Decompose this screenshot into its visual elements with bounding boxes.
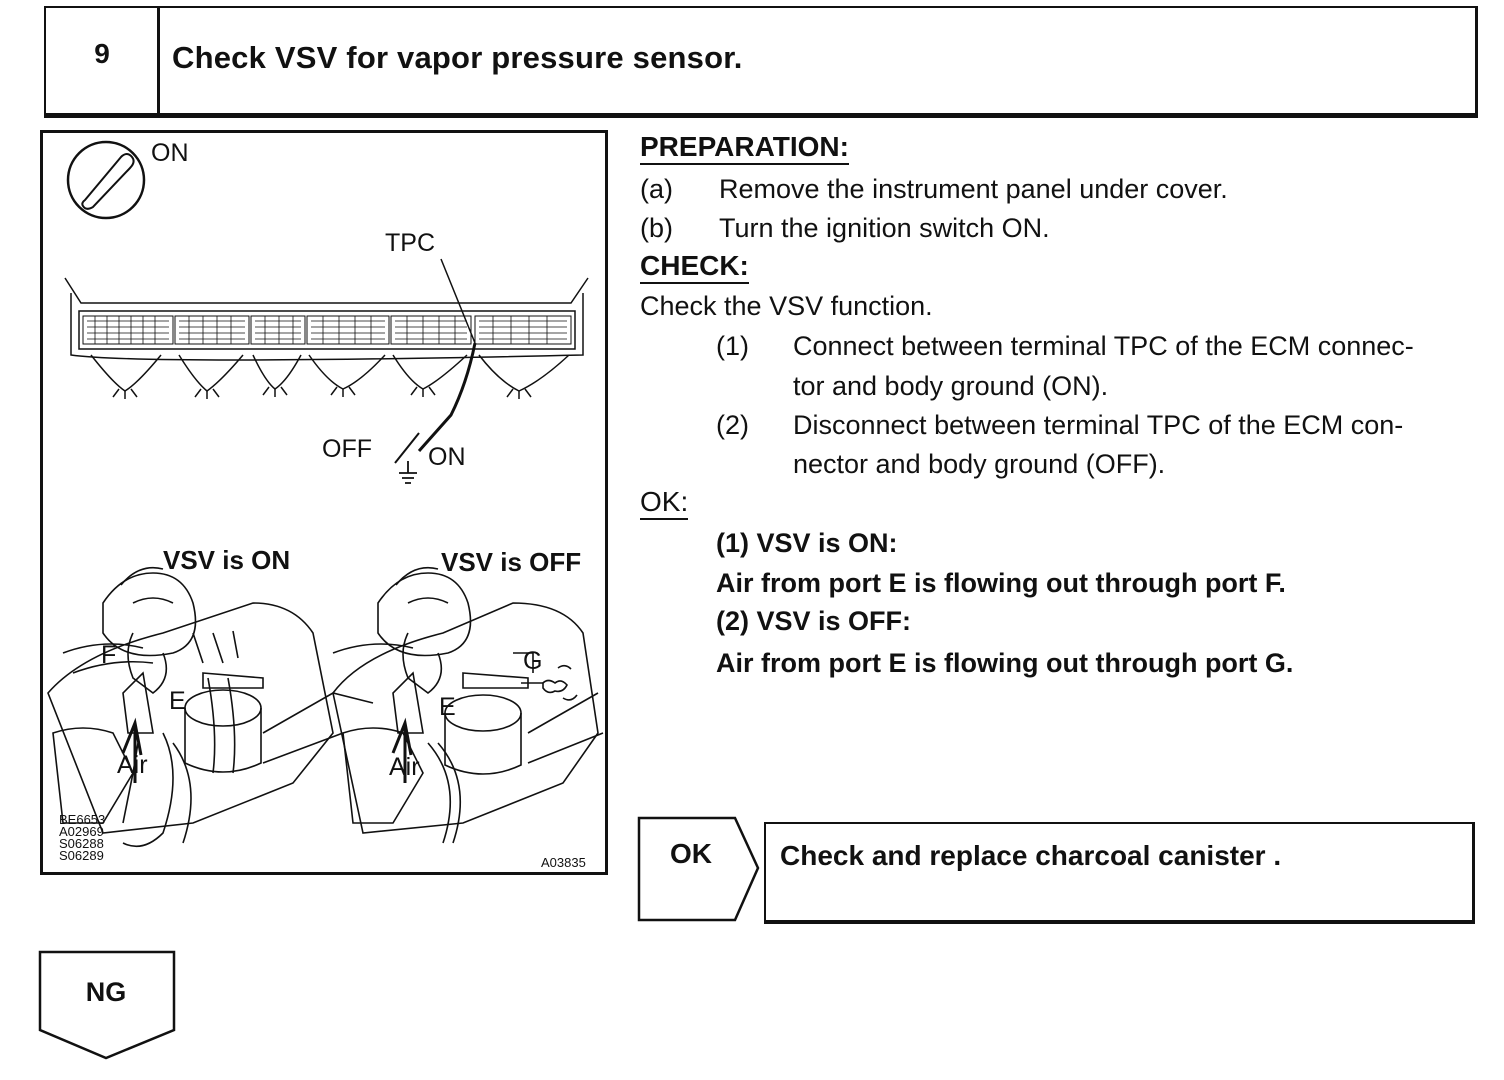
illustration-drawing: ON xyxy=(47,139,604,870)
air-label-right: Air xyxy=(389,753,420,781)
item-marker: (a) xyxy=(640,174,673,204)
ng-label: NG xyxy=(85,977,127,1007)
step-header xyxy=(44,6,1478,118)
ok-result-text: Check and replace charcoal canister . xyxy=(780,840,1282,871)
vsv-on-drawing xyxy=(47,566,374,848)
check-intro: Check the VSV function. xyxy=(640,291,933,321)
preparation-item-text: Remove the instrument panel under cover. xyxy=(719,174,1228,204)
ref-code: S06289 xyxy=(59,848,104,863)
step-number-cell xyxy=(44,6,160,118)
ref-code: BE6653 xyxy=(59,812,105,827)
switch-on-label: ON xyxy=(428,443,466,471)
check-step-marker: (2) xyxy=(716,410,749,440)
preparation-item: (a) xyxy=(640,170,673,208)
preparation-heading: PREPARATION: xyxy=(640,131,849,165)
port-f-label: F xyxy=(101,641,116,669)
ok-heading: OK: xyxy=(640,486,689,520)
tpc-terminal-label: TPC xyxy=(385,229,435,257)
ok-label: OK xyxy=(670,838,712,869)
preparation-item-text: Turn the ignition switch ON. xyxy=(719,213,1050,243)
ecm-connector xyxy=(64,277,589,399)
ignition-key-icon xyxy=(66,140,146,220)
switch-off-label: OFF xyxy=(322,435,372,463)
check-heading: CHECK: xyxy=(640,250,749,284)
ok-result-box xyxy=(764,822,1475,924)
ref-code: A02969 xyxy=(59,824,104,839)
air-label-left: Air xyxy=(117,751,148,779)
vsv-off-title: VSV is OFF xyxy=(441,547,581,577)
ng-arrow-box xyxy=(38,950,176,1060)
check-step-line: tor and body ground (ON). xyxy=(793,371,1109,401)
check-step-marker: (1) xyxy=(716,331,749,361)
port-e-label-right: E xyxy=(439,693,456,721)
check-step-line: nector and body ground (OFF). xyxy=(793,449,1166,479)
ignition-on-label: ON xyxy=(151,139,189,167)
vsv-on-title: VSV is ON xyxy=(163,545,290,575)
illustration-panel: ON xyxy=(40,130,608,875)
ok-spec-line: Air from port E is flowing out through p… xyxy=(716,648,1294,678)
preparation-item: (b) xyxy=(640,209,673,247)
ok-spec-line: (1) VSV is ON: xyxy=(716,528,898,558)
check-step-line: Disconnect between terminal TPC of the E… xyxy=(793,410,1404,440)
step-title: Check VSV for vapor pressure sensor. xyxy=(172,40,743,75)
vsv-off-drawing xyxy=(332,566,604,844)
figure-id: A03835 xyxy=(541,855,586,870)
port-g-label: G xyxy=(523,647,542,675)
port-e-label-left: E xyxy=(169,687,186,715)
ok-spec-line: Air from port E is flowing out through p… xyxy=(716,568,1286,598)
step-number: 9 xyxy=(94,38,110,69)
tpc-test-lead xyxy=(394,258,477,484)
ok-spec-line: (2) VSV is OFF: xyxy=(716,606,912,636)
item-marker: (b) xyxy=(640,213,673,243)
ok-arrow-box xyxy=(637,816,760,922)
ref-code: S06288 xyxy=(59,836,104,851)
check-step-line: Connect between terminal TPC of the ECM … xyxy=(793,331,1414,361)
